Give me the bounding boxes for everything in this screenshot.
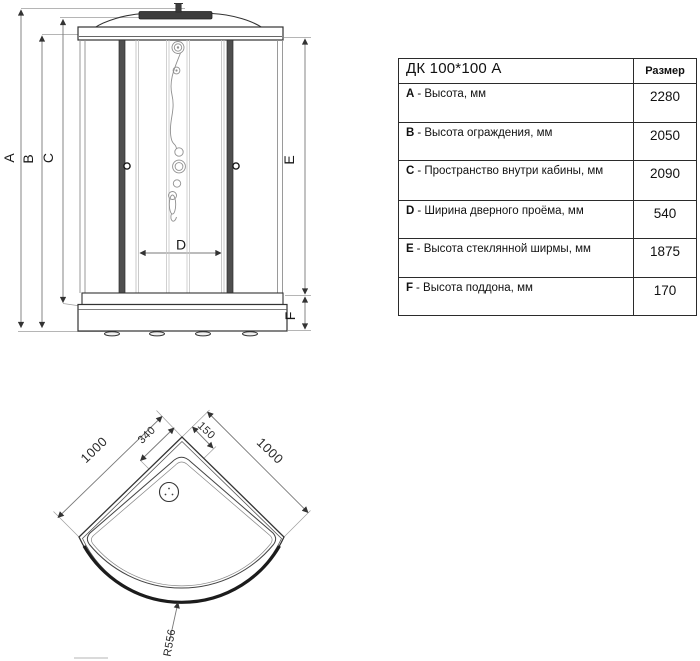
shower-hose [169,52,181,150]
tray-plan-outline [78,436,285,604]
dim-label-e: E [281,155,297,164]
upper-knob [172,66,181,75]
plan-dim-left-1000: 1000 [78,434,111,466]
plan-dim-150: 150 [195,420,217,442]
spec-row-a: A- Высота, мм 2280 [399,83,696,122]
top-frame-band [77,26,284,41]
spec-value-d: 540 [633,201,696,238]
shower-tray-front [77,292,288,337]
roof-top-strip [138,11,213,20]
drain-hole [158,481,180,503]
front-view-drawing: A B C E F D [1,3,311,337]
hand-shower-head [168,191,177,200]
foot [242,331,258,337]
left-door-handle [123,162,131,170]
plan-dim-right-1000: 1000 [254,435,287,467]
spec-row-e: E- Высота стеклянной ширмы, мм 1875 [399,238,696,277]
spec-row-d: D- Ширина дверного проёма, мм 540 [399,200,696,238]
plan-dim-340: 340 [136,424,158,446]
foot [149,331,165,337]
spec-table-size-header: Размер [633,59,696,83]
front-dimension-lines [17,9,309,330]
spec-value-e: 1875 [633,239,696,277]
mixer-knob-large [172,159,186,174]
dim-label-f: F [282,312,298,321]
cabin-walls [79,39,283,294]
tray-front-edge-shadow [82,545,281,604]
spec-row-b: B- Высота ограждения, мм 2050 [399,122,696,160]
roof-vent-icon [175,3,182,13]
spec-row-f: F- Высота поддона, мм 170 [399,277,696,315]
foot [195,331,211,337]
spec-row-c: C- Пространство внутри кабины, мм 2090 [399,160,696,200]
dim-label-b: B [20,154,36,163]
spec-table-header: ДК 100*100 А Размер [399,59,696,83]
plan-dim-radius: R556 [162,628,179,658]
dim-label-a: A [1,153,17,163]
shower-column [168,41,186,222]
hand-shower-body [168,194,177,215]
right-door-handle [232,162,240,170]
plan-view-drawing: 1000 340 150 1000 R556 [53,409,311,659]
spec-value-c: 2090 [633,161,696,200]
front-extension-lines [18,8,311,332]
spec-value-a: 2280 [633,84,696,122]
cabin-roof [93,3,264,29]
dim-label-d: D [176,237,186,253]
shower-head-icon [171,41,185,54]
spec-table: ДК 100*100 А Размер A- Высота, мм 2280 B… [398,58,697,316]
mixer-knob-small [174,147,184,157]
radius-leader-line [169,601,180,642]
dim-label-c: C [40,153,56,163]
spec-value-b: 2050 [633,123,696,160]
diverter-knob [172,179,182,188]
plan-dimension-lines [57,411,309,642]
foot [104,331,120,337]
hose-loop [170,213,177,222]
spec-table-title: ДК 100*100 А [406,60,502,77]
spec-value-f: 170 [633,278,696,315]
right-door-stile [226,39,234,294]
